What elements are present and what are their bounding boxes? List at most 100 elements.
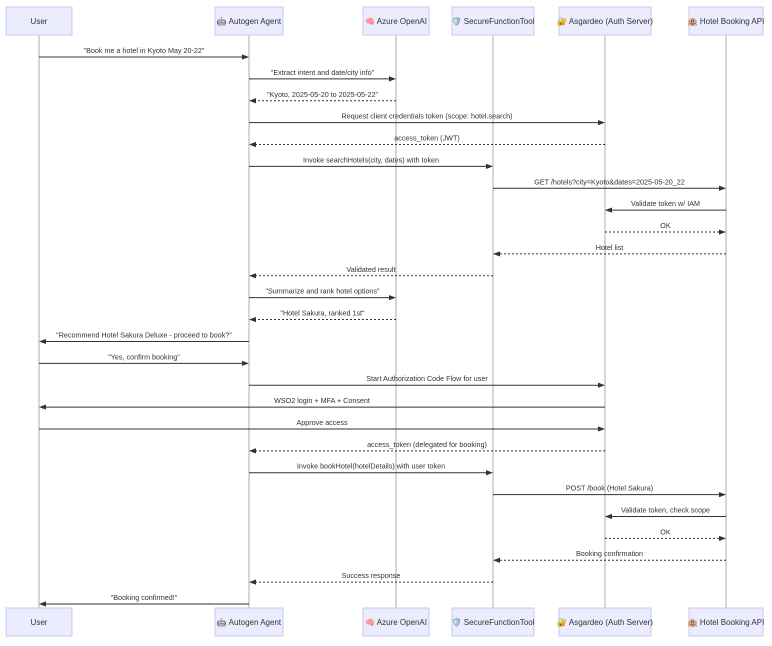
message-label: Approve access bbox=[296, 418, 348, 427]
message-1: "Book me a hotel in Kyoto May 20-22" bbox=[39, 46, 249, 60]
participant-label: 🛡️ SecureFunctionTool bbox=[452, 617, 535, 627]
message-18: Approve access bbox=[39, 418, 605, 432]
message-label: POST /book (Hotel Sakura) bbox=[566, 484, 653, 493]
participant-label: 🏨 Hotel Booking API bbox=[688, 618, 765, 627]
participant-label: 🤖 Autogen Agent bbox=[217, 16, 282, 26]
arrowhead-icon bbox=[249, 448, 256, 454]
message-label: Hotel list bbox=[596, 243, 624, 252]
lifelines bbox=[38, 35, 727, 608]
arrowhead-icon bbox=[389, 295, 396, 301]
participant-api-top: 🏨 Hotel Booking API bbox=[688, 6, 765, 36]
participant-label: 🔐 Asgardeo (Auth Server) bbox=[557, 17, 653, 26]
message-label: "Hotel Sakura, ranked 1st" bbox=[280, 309, 365, 318]
participant-box bbox=[362, 6, 430, 36]
arrowhead-icon bbox=[493, 251, 500, 257]
messages: "Book me a hotel in Kyoto May 20-22" "Ext… bbox=[39, 46, 726, 607]
arrowhead-icon bbox=[605, 513, 612, 520]
arrowhead-icon bbox=[719, 535, 726, 541]
message-24: Booking confirmation bbox=[493, 549, 726, 563]
participant-tool-bottom: 🛡️ SecureFunctionTool bbox=[451, 607, 535, 637]
message-15: "Yes, confirm booking" bbox=[39, 352, 249, 366]
participants-top: User 🤖 Autogen Agent 🧠 Azure OpenAI 🛡️ Secu… bbox=[5, 6, 765, 36]
message-label: Validate token, check scope bbox=[621, 505, 710, 514]
message-8: Validate token w/ IAM bbox=[605, 199, 726, 213]
message-label: access_token (delegated for booking) bbox=[367, 440, 487, 449]
participant-box bbox=[214, 607, 284, 637]
message-5: access_token (JWT) bbox=[249, 134, 605, 148]
message-9: OK bbox=[605, 221, 726, 235]
participant-openai-bottom: 🧠 Azure OpenAI bbox=[362, 607, 430, 637]
message-22: Validate token, check scope bbox=[605, 505, 726, 520]
message-16: Start Authorization Code Flow for user bbox=[249, 374, 605, 388]
participant-box bbox=[451, 607, 535, 637]
arrowhead-icon bbox=[598, 120, 605, 126]
message-label: access_token (JWT) bbox=[394, 134, 460, 143]
message-label: Booking confirmation bbox=[576, 549, 643, 558]
participant-box bbox=[558, 6, 652, 36]
message-label: "Recommend Hotel Sakura Deluxe - proceed… bbox=[56, 330, 232, 339]
arrowhead-icon bbox=[486, 470, 493, 476]
arrowhead-icon bbox=[719, 185, 726, 191]
participant-user-top: User bbox=[5, 6, 73, 36]
message-2: "Extract intent and date/city info" bbox=[249, 68, 396, 82]
arrowhead-icon bbox=[605, 207, 612, 213]
message-label: "Kyoto, 2025-05-20 to 2025-05-22" bbox=[267, 90, 378, 99]
participant-auth-bottom: 🔐 Asgardeo (Auth Server) bbox=[557, 607, 653, 637]
participant-box bbox=[688, 607, 764, 637]
arrowhead-icon bbox=[598, 426, 605, 432]
message-label: "Extract intent and date/city info" bbox=[271, 68, 375, 77]
message-label: Invoke searchHotels(city, dates) with to… bbox=[303, 155, 439, 164]
arrowhead-icon bbox=[249, 316, 256, 323]
message-4: Request client credentials token (scope:… bbox=[249, 112, 605, 126]
participant-label: 🔐 Asgardeo (Auth Server) bbox=[557, 618, 653, 627]
message-label: "Yes, confirm booking" bbox=[108, 352, 180, 361]
participant-agent-bottom: 🤖 Autogen Agent bbox=[214, 607, 284, 637]
participant-openai-top: 🧠 Azure OpenAI bbox=[362, 6, 430, 36]
participant-box bbox=[688, 6, 764, 36]
message-25: Success response bbox=[249, 571, 493, 585]
message-17: WSO2 login + MFA + Consent bbox=[39, 396, 605, 410]
message-12: "Summarize and rank hotel options" bbox=[249, 287, 396, 301]
participant-label: 🛡️ SecureFunctionTool bbox=[452, 16, 535, 26]
arrowhead-icon bbox=[39, 404, 46, 410]
message-23: OK bbox=[605, 527, 726, 541]
message-label: Success response bbox=[342, 571, 401, 580]
arrowhead-icon bbox=[39, 601, 46, 607]
participant-label: 🧠 Azure OpenAI bbox=[365, 618, 427, 627]
message-label: WSO2 login + MFA + Consent bbox=[274, 396, 370, 405]
message-21: POST /book (Hotel Sakura) bbox=[493, 484, 726, 498]
participant-auth-top: 🔐 Asgardeo (Auth Server) bbox=[557, 6, 653, 36]
participant-user-bottom: User bbox=[5, 607, 73, 637]
participant-box bbox=[558, 607, 652, 637]
arrowhead-icon bbox=[719, 492, 726, 498]
message-label: Start Authorization Code Flow for user bbox=[366, 374, 488, 383]
participant-label: 🤖 Autogen Agent bbox=[217, 617, 282, 627]
participant-label: 🏨 Hotel Booking API bbox=[688, 17, 765, 26]
participant-box bbox=[5, 6, 73, 36]
message-7: GET /hotels?city=Kyoto&dates=2025-05-20_… bbox=[493, 177, 726, 191]
arrowhead-icon bbox=[598, 382, 605, 388]
message-label: Validate token w/ IAM bbox=[631, 199, 700, 208]
message-14: "Recommend Hotel Sakura Deluxe - proceed… bbox=[39, 330, 249, 345]
participant-box bbox=[5, 607, 73, 637]
participant-agent-top: 🤖 Autogen Agent bbox=[214, 6, 284, 36]
message-6: Invoke searchHotels(city, dates) with to… bbox=[249, 155, 493, 169]
message-label: GET /hotels?city=Kyoto&dates=2025-05-20_… bbox=[534, 177, 685, 186]
message-11: Validated result bbox=[249, 265, 493, 279]
message-13: "Hotel Sakura, ranked 1st" bbox=[249, 309, 396, 323]
arrowhead-icon bbox=[493, 557, 500, 563]
participant-box bbox=[214, 6, 284, 36]
message-label: "Booking confirmed!" bbox=[111, 593, 178, 602]
arrowhead-icon bbox=[719, 229, 726, 235]
message-label: "Summarize and rank hotel options" bbox=[265, 287, 380, 296]
participant-label: User bbox=[31, 618, 48, 627]
arrowhead-icon bbox=[242, 360, 249, 366]
message-19: access_token (delegated for booking) bbox=[249, 440, 605, 454]
participant-box bbox=[451, 6, 535, 36]
message-label: Request client credentials token (scope:… bbox=[342, 112, 513, 121]
message-10: Hotel list bbox=[493, 243, 726, 257]
arrowhead-icon bbox=[389, 76, 396, 82]
message-label: OK bbox=[660, 221, 671, 230]
participant-label: User bbox=[31, 17, 48, 26]
